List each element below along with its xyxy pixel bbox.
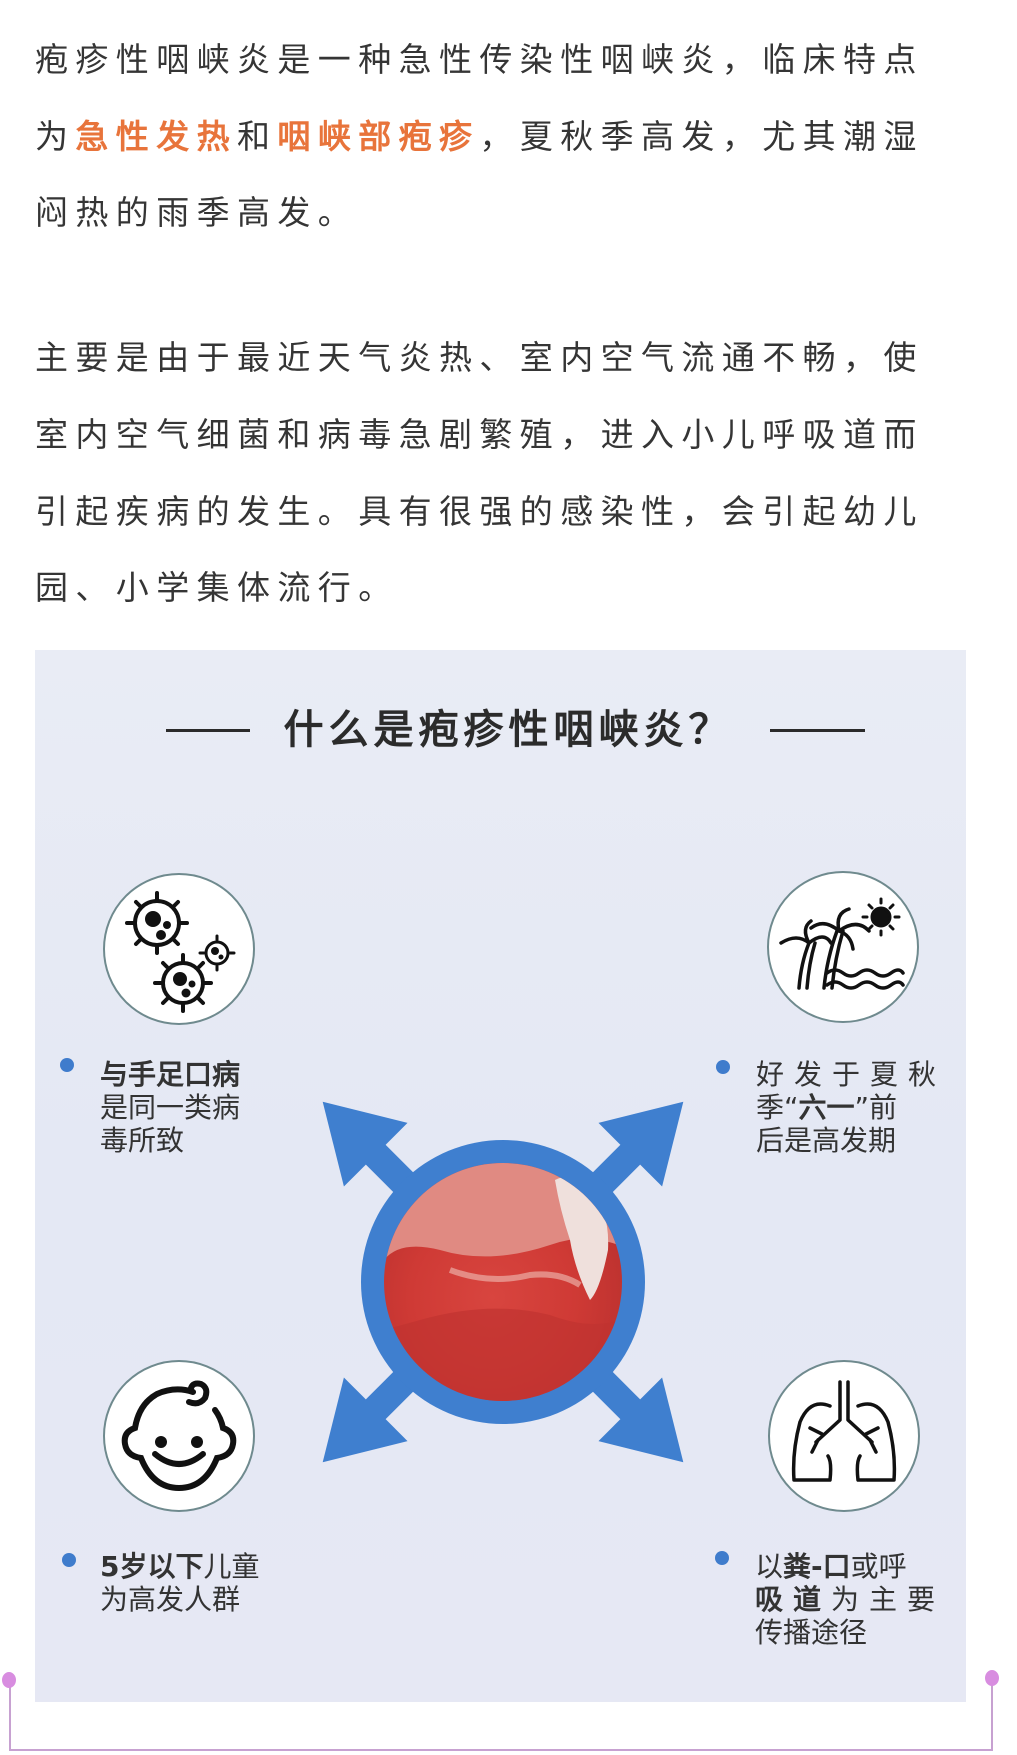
virus-icon-circle bbox=[103, 873, 255, 1025]
four-direction-arrows-icon bbox=[322, 1101, 684, 1463]
text-line: 季“六一”前 bbox=[756, 1091, 946, 1124]
throat-photo bbox=[384, 1163, 622, 1401]
text: ”前 bbox=[854, 1091, 898, 1124]
text: 和 bbox=[237, 117, 278, 156]
text-line: 毒所致 bbox=[100, 1124, 185, 1157]
text: 以 bbox=[755, 1550, 784, 1583]
text-line: 是同一类病 bbox=[100, 1091, 241, 1124]
text-line: 后是高发期 bbox=[756, 1124, 897, 1157]
palm-beach-sun-icon bbox=[779, 897, 905, 990]
text-line: 以粪-口或呼 bbox=[755, 1550, 945, 1583]
bullet-dot bbox=[60, 1058, 74, 1072]
bracket-right-line bbox=[991, 1678, 993, 1751]
title-dash-left bbox=[166, 729, 250, 732]
item-same-virus-text: 与手足口病 是同一类病 毒所致 bbox=[100, 1058, 240, 1157]
text: 儿童 bbox=[203, 1550, 260, 1583]
lungs-icon-circle bbox=[768, 1360, 920, 1512]
text-line: 5岁以下儿童 bbox=[100, 1550, 260, 1583]
text-line: 传播途径 bbox=[755, 1616, 868, 1649]
virus-icon bbox=[125, 891, 236, 1013]
item-transmission-text: 以粪-口或呼 吸道为主要 传播途径 bbox=[755, 1550, 945, 1649]
bracket-left-dot bbox=[2, 1672, 16, 1688]
text: ，夏秋季高发，尤其潮湿 bbox=[479, 117, 924, 156]
text-line: 为高发人群 bbox=[100, 1583, 241, 1616]
text-bold: 吸道 bbox=[755, 1583, 832, 1616]
bracket-left-line bbox=[9, 1680, 11, 1751]
paragraph-line: 闷热的雨季高发。 bbox=[35, 193, 359, 232]
paragraph-line: 园、小学集体流行。 bbox=[35, 568, 399, 607]
text-bold: 粪-口 bbox=[783, 1550, 851, 1583]
text-line: 与手足口病 bbox=[100, 1058, 241, 1091]
bullet-dot bbox=[715, 1551, 729, 1565]
beach-icon-circle bbox=[767, 871, 919, 1023]
paragraph-line: 为急性发热和咽峡部疱疹，夏秋季高发，尤其潮湿 bbox=[35, 117, 924, 157]
item-age-group-text: 5岁以下儿童 为高发人群 bbox=[100, 1550, 260, 1616]
highlight-acute-fever: 急性发热 bbox=[75, 117, 238, 156]
bracket-right-dot bbox=[985, 1670, 999, 1686]
text-line: 吸道为主要 bbox=[755, 1583, 945, 1616]
bullet-dot bbox=[62, 1553, 76, 1567]
text: 为 bbox=[35, 117, 76, 156]
highlight-pharyngeal-herpes: 咽峡部疱疹 bbox=[277, 117, 480, 156]
paragraph-line: 疱疹性咽峡炎是一种急性传染性咽峡炎，临床特点 bbox=[35, 40, 924, 79]
paragraph-line: 引起疾病的发生。具有很强的感染性，会引起幼儿 bbox=[35, 492, 924, 531]
bracket-bottom-line bbox=[9, 1749, 993, 1751]
text: 季“ bbox=[756, 1091, 799, 1124]
item-season-text: 好发于夏秋 季“六一”前 后是高发期 bbox=[756, 1058, 946, 1157]
text: 为主要 bbox=[831, 1583, 946, 1616]
baby-icon-circle bbox=[103, 1360, 255, 1512]
text-line: 好发于夏秋 bbox=[756, 1058, 947, 1091]
title-dash-right bbox=[770, 729, 865, 732]
infographic-title: 什么是疱疹性咽峡炎？ bbox=[283, 707, 734, 753]
text-bold: 5岁以下 bbox=[100, 1550, 204, 1583]
paragraph-line: 室内空气细菌和病毒急剧繁殖，进入小儿呼吸道而 bbox=[35, 415, 924, 454]
text-bold: 六一 bbox=[798, 1091, 855, 1124]
bullet-dot bbox=[716, 1060, 730, 1074]
baby-face-icon bbox=[121, 1380, 237, 1492]
paragraph-line: 主要是由于最近天气炎热、室内空气流通不畅，使 bbox=[35, 338, 924, 377]
text: 或呼 bbox=[850, 1550, 907, 1583]
lungs-icon bbox=[791, 1380, 897, 1482]
